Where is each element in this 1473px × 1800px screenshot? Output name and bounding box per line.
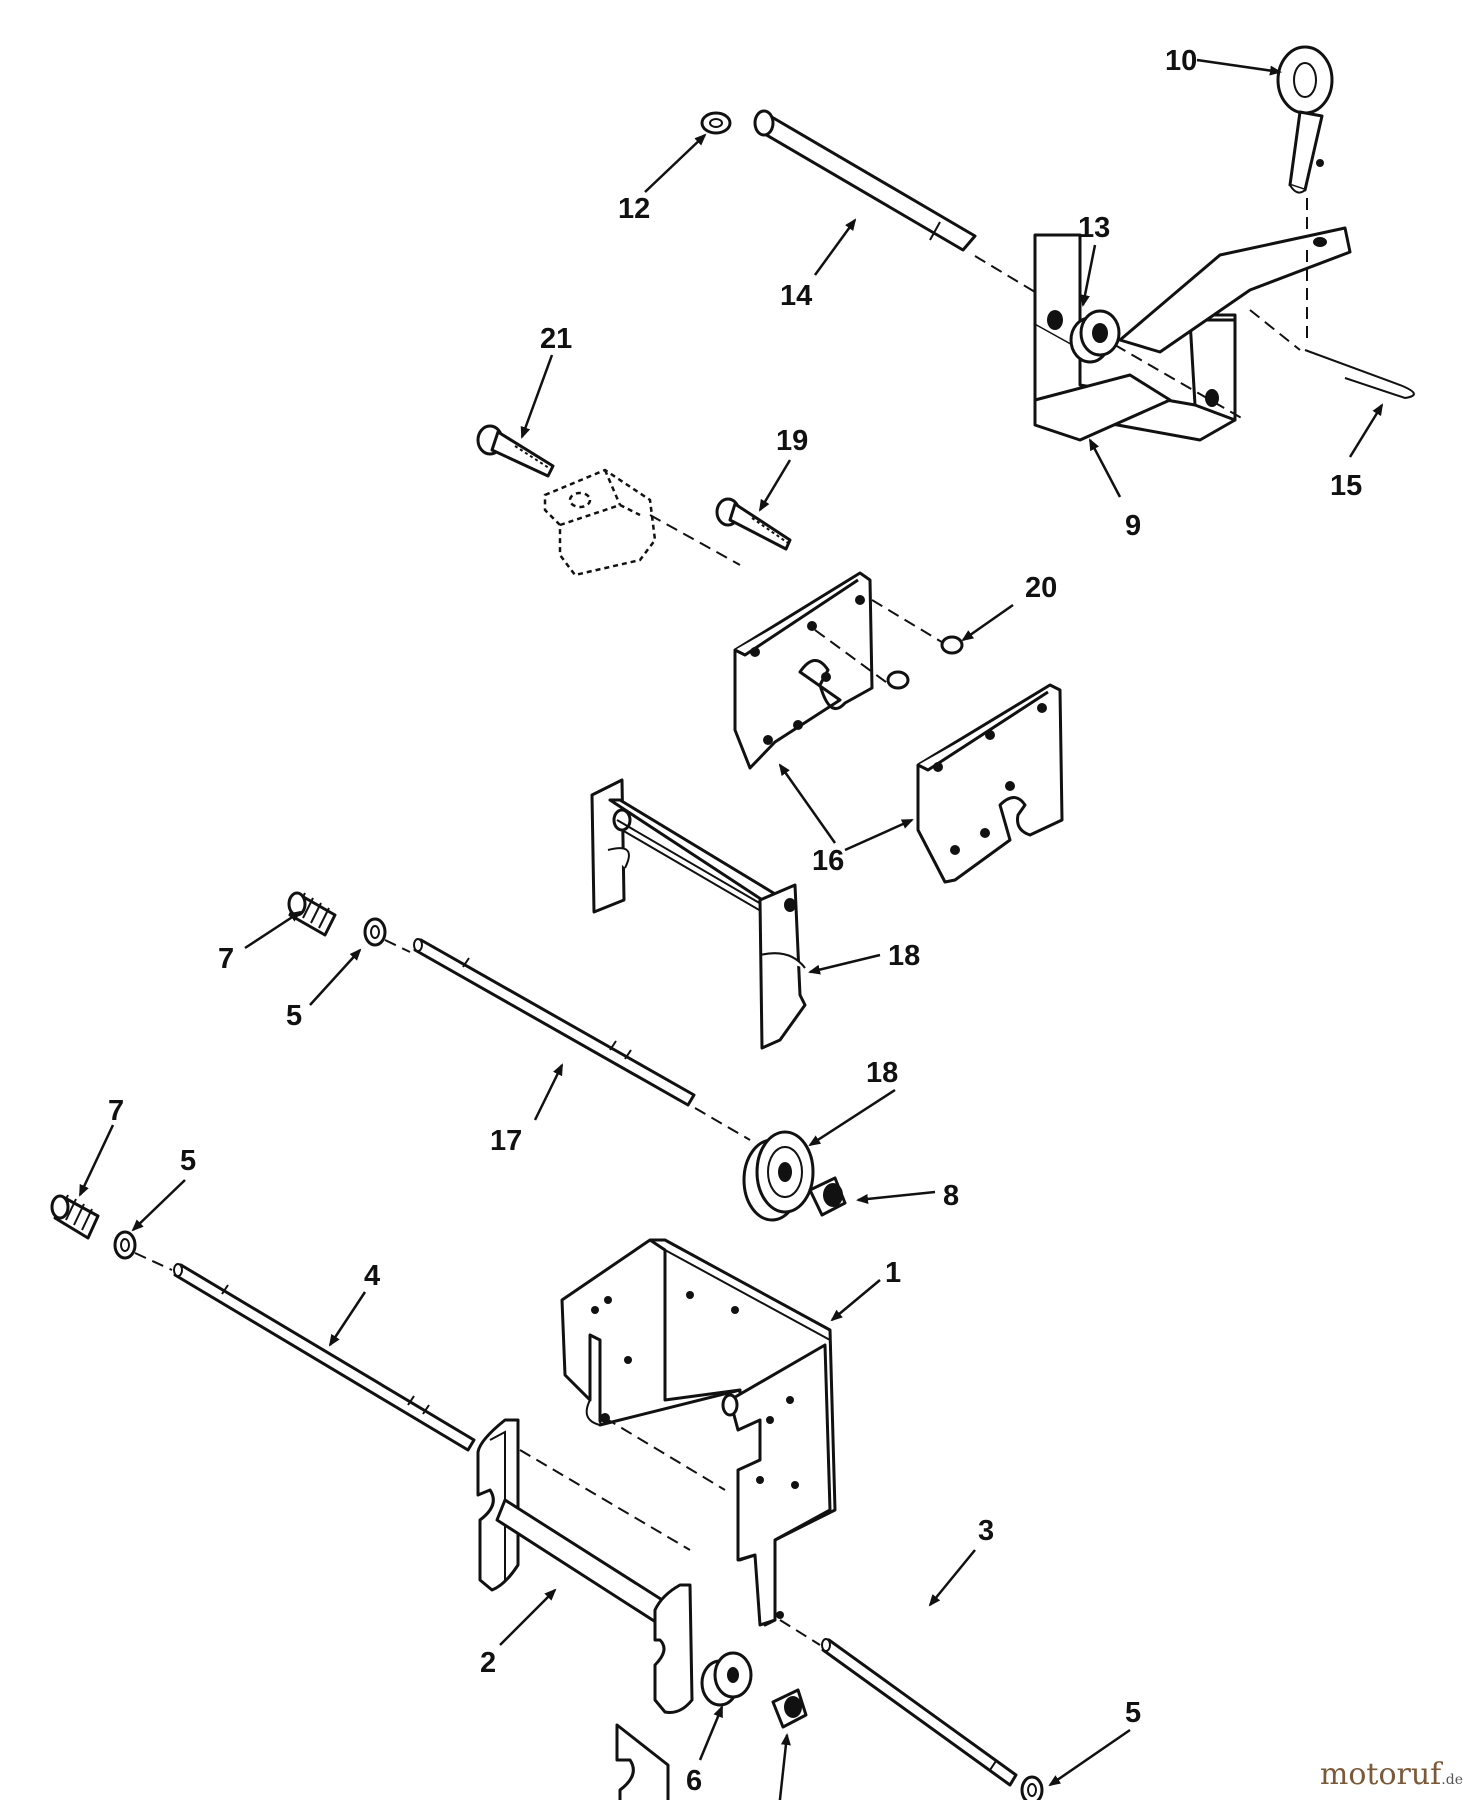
callout-20: 20 <box>1025 572 1057 604</box>
part-8-cap-lower <box>771 1688 808 1729</box>
part-7-spring-lower <box>50 1194 100 1240</box>
callout-9: 9 <box>1125 510 1141 542</box>
part-14-hair-pin <box>1249 309 1415 400</box>
part-21-bolt <box>476 424 555 478</box>
leader-arrows <box>78 58 1384 1800</box>
callout-17: 18 <box>888 940 920 972</box>
part-5-washer-upper <box>363 917 387 947</box>
callout-5-lower-right: 5 <box>1125 1697 1141 1729</box>
part-7-spring-upper <box>287 891 337 937</box>
watermark-brand: motoruf <box>1319 1757 1442 1792</box>
part-16-rod <box>413 938 696 1107</box>
watermark-suffix: .de <box>1441 1772 1463 1788</box>
part-4-rod <box>173 1263 476 1452</box>
callout-21: 21 <box>540 323 572 355</box>
part-8-cap-upper <box>808 1176 847 1217</box>
part-6-bushing <box>700 1651 753 1707</box>
callout-10: 14 <box>780 280 812 312</box>
callout-2: 2 <box>480 1647 496 1679</box>
part-2-lift-arm <box>476 1418 694 1800</box>
part-9-hitch-bracket <box>1033 226 1352 442</box>
callout-3: 3 <box>978 1515 994 1547</box>
part-1-main-bracket <box>560 1238 837 1627</box>
callout-7-lower: 7 <box>108 1095 124 1127</box>
part-18-pulley <box>742 1130 815 1222</box>
callout-5-upper: 5 <box>286 1000 302 1032</box>
callout-11: 13 <box>1078 212 1110 244</box>
callout-7-upper: 7 <box>218 943 234 975</box>
callout-6: 6 <box>686 1765 702 1797</box>
ghost-mounting-bracket <box>543 468 657 577</box>
callout-15: 16 <box>812 845 844 877</box>
part-3-rod <box>779 1619 1018 1787</box>
part-17-lift-link <box>590 778 807 1050</box>
part-15-plate-upper <box>733 571 874 770</box>
callout-5-lower-left: 5 <box>180 1145 196 1177</box>
part-19-bolt <box>715 497 792 551</box>
watermark-logo: motoruf.de <box>1320 1757 1463 1792</box>
callout-13: 10 <box>1165 45 1197 77</box>
callout-12: 12 <box>618 193 650 225</box>
callout-14: 15 <box>1330 470 1362 502</box>
callout-8-upper: 8 <box>943 1180 959 1212</box>
part-13-hitch-pin <box>1276 45 1334 194</box>
part-20-nuts <box>886 635 964 690</box>
callout-1: 1 <box>885 1257 901 1289</box>
part-15-plate-lower <box>916 683 1064 884</box>
callout-labels: 10 12 14 13 9 15 21 19 20 16 18 7 5 17 1… <box>108 45 1362 1797</box>
callout-19: 19 <box>776 425 808 457</box>
callout-18-label: 18 <box>866 1057 898 1089</box>
callout-16: 17 <box>490 1125 522 1157</box>
callout-4: 4 <box>364 1260 380 1292</box>
part-11-bushing <box>1069 309 1121 364</box>
part-5-washer-lower-right <box>1020 1775 1044 1800</box>
part-5-washer-lower-left <box>113 1230 137 1260</box>
part-10-long-pin <box>753 109 977 252</box>
part-12-clip <box>700 111 732 135</box>
